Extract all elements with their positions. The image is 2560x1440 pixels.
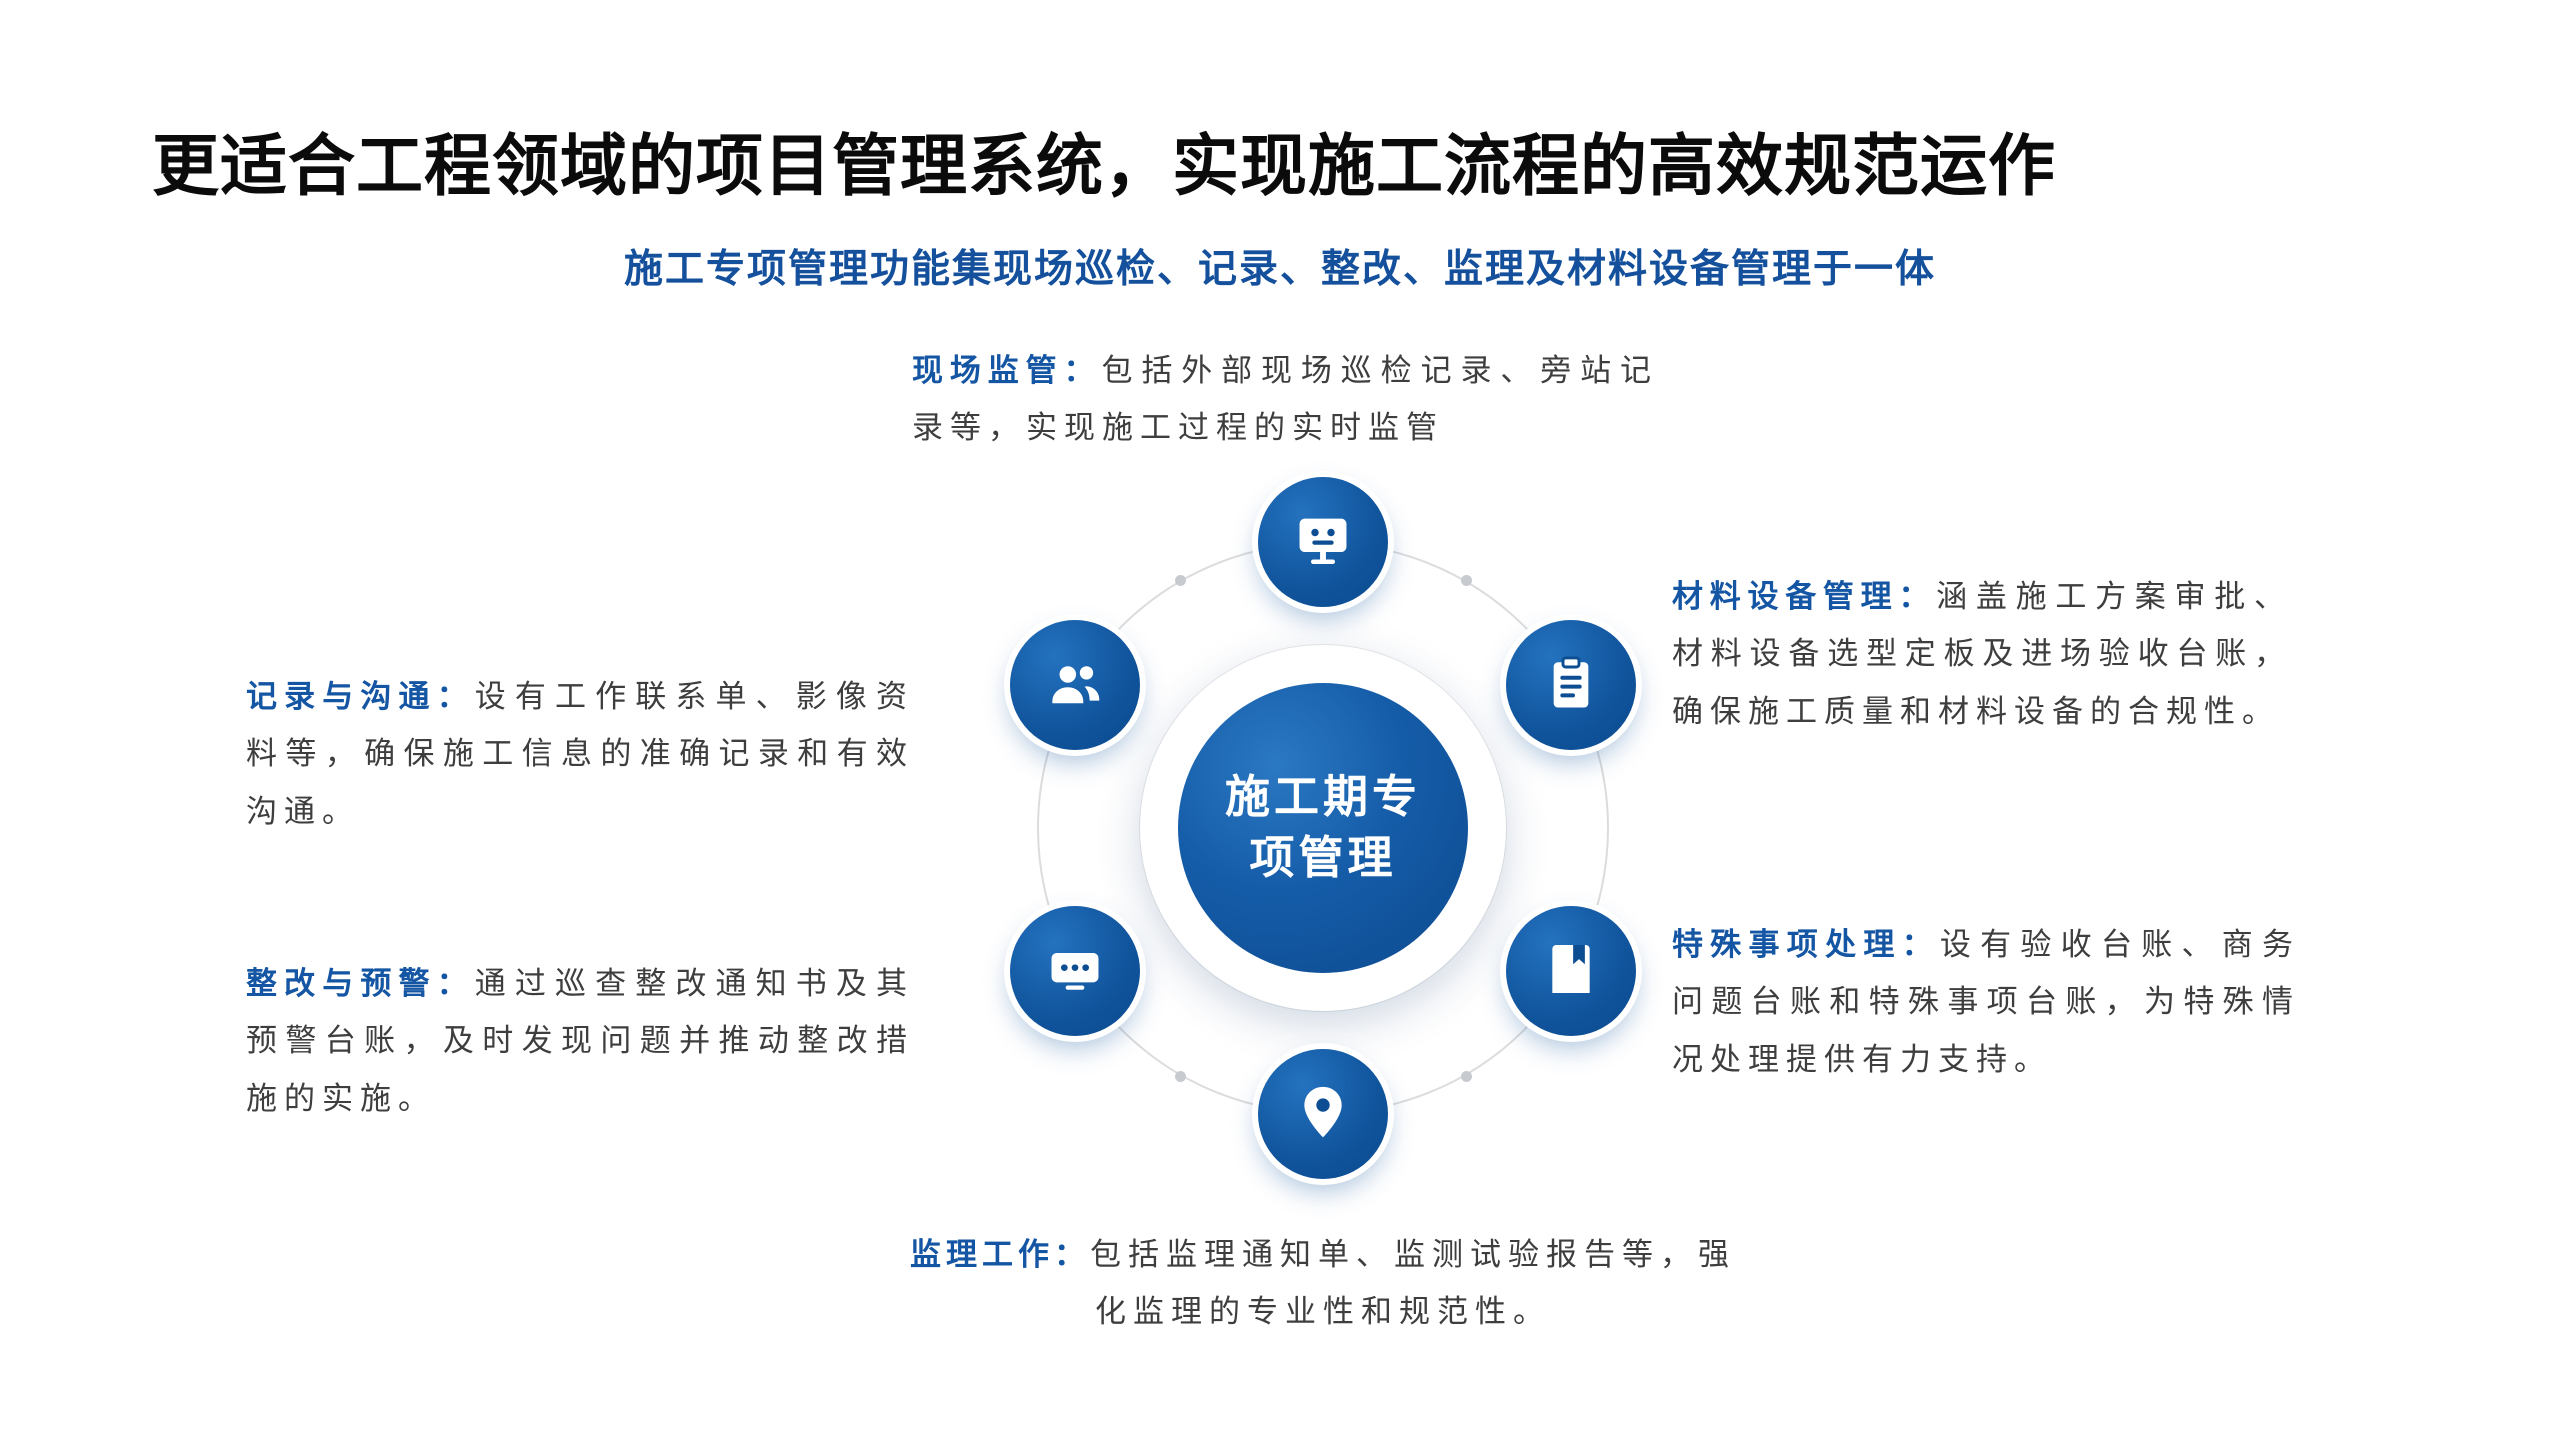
feature-label-record-communication: 记录与沟通：: [246, 679, 475, 714]
center-node-halo: 施工期专 项管理: [1140, 645, 1506, 1011]
feature-label-material-equipment: 材料设备管理：: [1672, 579, 1937, 614]
node-site-supervision: [1258, 477, 1388, 607]
connector-dot: [1175, 575, 1186, 586]
location-pin-icon: [1291, 1080, 1355, 1149]
page-subtitle: 施工专项管理功能集现场巡检、记录、整改、监理及材料设备管理于一体: [623, 248, 1936, 291]
monitor-icon: [1291, 508, 1355, 577]
node-supervision-work: [1258, 1049, 1388, 1179]
feature-block-special-matters: 特殊事项处理：设有验收台账、商务问题台账和特殊事项台账，为特殊情况处理提供有力支…: [1672, 916, 2300, 1088]
node-rectify-warning: [1010, 906, 1140, 1036]
feature-body-record-communication: 设有工作联系单、影像资料等，确保施工信息的准确记录和有效沟通。: [246, 679, 914, 829]
node-material-equipment: [1506, 620, 1636, 750]
feature-block-material-equipment: 材料设备管理：涵盖施工方案审批、材料设备选型定板及进场验收台账，确保施工质量和材…: [1672, 568, 2292, 740]
people-icon: [1043, 651, 1107, 720]
feature-body-rectify-warning: 通过巡查整改通知书及其预警台账，及时发现问题并推动整改措施的实施。: [246, 966, 914, 1116]
feature-body-supervision-work: 包括监理通知单、监测试验报告等，强化监理的专业性和规范性。: [1090, 1237, 1736, 1330]
center-node: 施工期专 项管理: [1178, 683, 1468, 973]
feature-label-rectify-warning: 整改与预警：: [246, 966, 475, 1001]
feature-block-rectify-warning: 整改与预警：通过巡查整改通知书及其预警台账，及时发现问题并推动整改措施的实施。: [246, 955, 914, 1127]
feature-block-record-communication: 记录与沟通：设有工作联系单、影像资料等，确保施工信息的准确记录和有效沟通。: [246, 668, 914, 840]
feature-block-site-supervision: 现场监管：包括外部现场巡检记录、旁站记录等，实现施工过程的实时监管: [912, 342, 1658, 457]
connector-dot: [1175, 1071, 1186, 1082]
center-node-label-line1: 施工期专: [1224, 771, 1421, 823]
connector-dot: [1461, 1071, 1472, 1082]
feature-label-supervision-work: 监理工作：: [910, 1237, 1090, 1272]
feature-label-special-matters: 特殊事项处理：: [1672, 927, 1940, 962]
connector-dot: [1461, 575, 1472, 586]
center-node-label-line2: 项管理: [1249, 832, 1397, 883]
feature-label-site-supervision: 现场监管：: [912, 353, 1102, 388]
clipboard-icon: [1539, 651, 1603, 720]
message-icon: [1043, 937, 1107, 1006]
feature-body-special-matters: 设有验收台账、商务问题台账和特殊事项台账，为特殊情况处理提供有力支持。: [1672, 927, 2301, 1077]
feature-block-supervision-work: 监理工作：包括监理通知单、监测试验报告等，强化监理的专业性和规范性。: [903, 1226, 1743, 1341]
book-icon: [1539, 937, 1603, 1006]
feature-body-material-equipment: 涵盖施工方案审批、材料设备选型定板及进场验收台账，确保施工质量和材料设备的合规性…: [1672, 579, 2293, 729]
feature-body-site-supervision: 包括外部现场巡检记录、旁站记录等，实现施工过程的实时监管: [912, 353, 1659, 446]
page-title: 更适合工程领域的项目管理系统，实现施工流程的高效规范运作: [152, 129, 2056, 204]
node-record-communication: [1010, 620, 1140, 750]
node-special-matters: [1506, 906, 1636, 1036]
